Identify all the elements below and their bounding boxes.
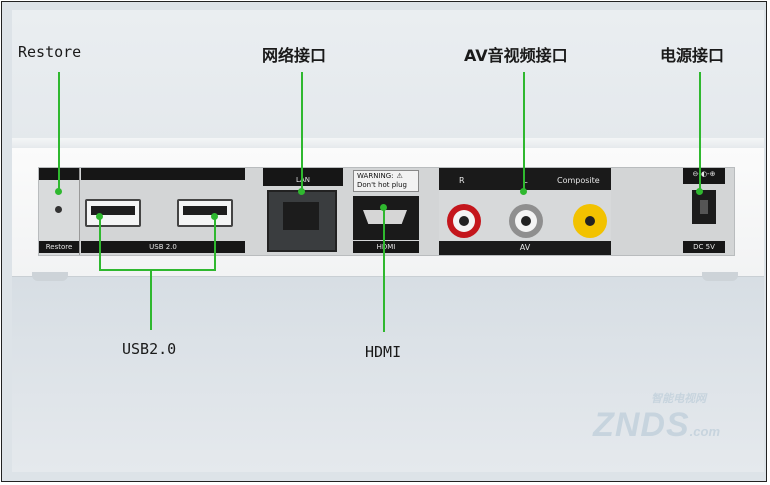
watermark-suffix: .com (689, 424, 720, 439)
dc-panel-label: DC 5V (683, 241, 725, 253)
av-section: R L Composite AV (439, 168, 611, 255)
restore-section: Restore (39, 168, 80, 255)
hdmi-section: WARNING:⚠ Don't hot plug HDMI (349, 168, 423, 255)
device-foot-left (32, 272, 68, 281)
usb-port-1 (85, 199, 141, 227)
restore-callout-dot (55, 188, 62, 195)
usb-callout-label: USB2.0 (122, 340, 177, 358)
usb-section: USB 2.0 (81, 168, 245, 255)
hot-plug-warning: WARNING:⚠ Don't hot plug (353, 170, 419, 192)
lan-section: LAN (263, 168, 343, 255)
dc-polarity-icon: ⊖-◐-⊕ (683, 168, 725, 184)
usb-port-2 (177, 199, 233, 227)
hdmi-port (353, 196, 419, 240)
av-l-label: L (523, 176, 528, 185)
usb-callout-stem (150, 270, 152, 330)
power-callout-label: 电源接口 (660, 46, 725, 65)
network-callout-dot (298, 188, 305, 195)
warning-line1: WARNING: (357, 172, 394, 180)
hdmi-callout-dot (380, 204, 387, 211)
dc-section: ⊖-◐-⊕ DC 5V (683, 168, 725, 255)
restore-pinhole (55, 206, 62, 213)
network-callout-line (301, 72, 303, 192)
rca-yellow-port (573, 204, 607, 238)
dc-jack (692, 190, 716, 224)
rear-panel: Restore USB 2.0 LAN WARNING:⚠ Don't hot … (38, 167, 735, 256)
restore-callout-line (58, 72, 60, 192)
usb-callout-bracket (99, 269, 216, 271)
av-r-label: R (459, 176, 465, 185)
background-bottom (12, 277, 764, 472)
usb-top-strip (81, 168, 245, 180)
znds-watermark: 智能电视网 ZNDS.com (593, 390, 720, 445)
lan-port (267, 190, 337, 252)
restore-callout-label: Restore (18, 43, 82, 61)
power-callout-dot (696, 188, 703, 195)
hdmi-callout-label: HDMI (365, 343, 402, 361)
rca-white-port (509, 204, 543, 238)
lan-panel-label: LAN (263, 168, 343, 186)
hdmi-callout-line (383, 207, 385, 332)
usb-callout-line-right (214, 216, 216, 271)
restore-panel-label: Restore (39, 241, 79, 253)
usb-panel-label: USB 2.0 (81, 241, 245, 253)
network-callout-label: 网络接口 (262, 46, 327, 65)
rca-red-port (447, 204, 481, 238)
hdmi-panel-label: HDMI (353, 241, 419, 253)
av-panel-label: AV (519, 243, 531, 252)
device-foot-right (702, 272, 738, 281)
warning-triangle-icon: ⚠ (396, 172, 403, 180)
watermark-main: ZNDS (593, 406, 690, 444)
av-callout-line (523, 72, 525, 192)
usb-callout-line-left (99, 216, 101, 271)
warning-line2: Don't hot plug (357, 181, 407, 189)
watermark-top: 智能电视网 (651, 393, 707, 405)
av-composite-label: Composite (557, 176, 600, 185)
power-callout-line (699, 72, 701, 192)
av-callout-label: AV音视频接口 (464, 46, 568, 65)
av-callout-dot (520, 188, 527, 195)
usb-callout-dot-left (96, 213, 103, 220)
device-top-edge (12, 138, 764, 150)
usb-callout-dot-right (211, 213, 218, 220)
